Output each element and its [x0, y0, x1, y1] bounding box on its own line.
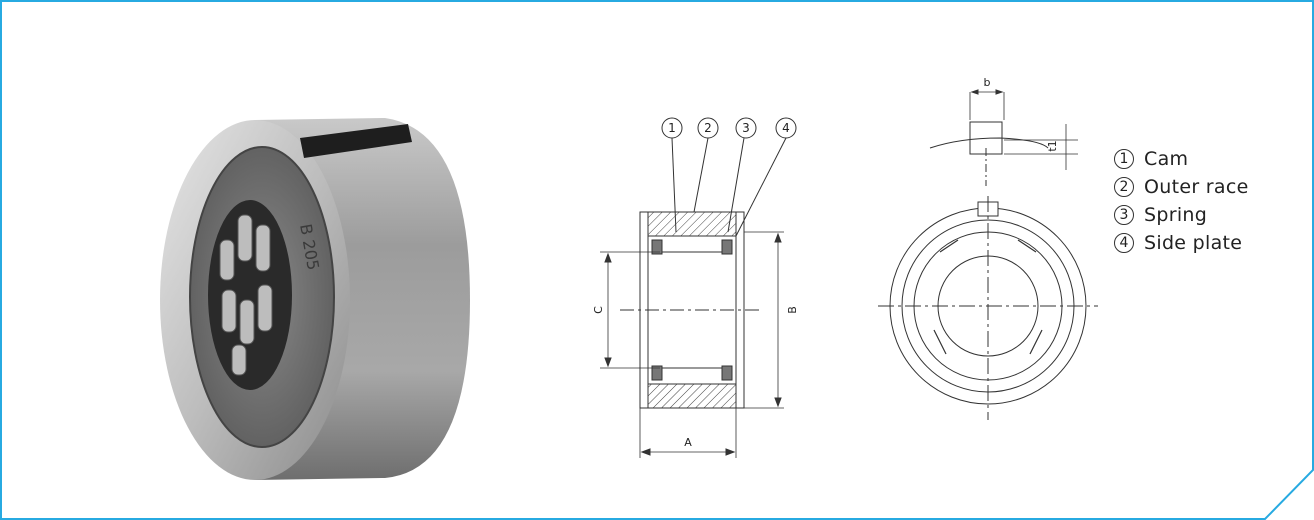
callout-4: 4 [775, 117, 797, 139]
dimension-label-c: C [592, 306, 605, 314]
svg-text:2: 2 [704, 121, 712, 135]
callout-1: 1 [661, 117, 683, 139]
legend-item-spring: 3 Spring [1114, 201, 1249, 229]
dimension-label-b: B [786, 306, 799, 314]
callout-3: 3 [735, 117, 757, 139]
legend-item-side-plate: 4 Side plate [1114, 229, 1249, 257]
dimension-label-a: A [684, 436, 692, 449]
svg-text:4: 4 [782, 121, 790, 135]
dimension-label-t1: t1 [1046, 140, 1059, 151]
cross-section-drawing [600, 137, 787, 458]
legend-item-outer-race: 2 Outer race [1114, 173, 1249, 201]
svg-text:3: 3 [742, 121, 750, 135]
svg-text:1: 1 [668, 121, 676, 135]
legend-label: Cam [1144, 148, 1189, 170]
callout-2: 2 [697, 117, 719, 139]
legend-number: 1 [1114, 149, 1134, 169]
legend-item-cam: 1 Cam [1114, 145, 1249, 173]
legend-label: Spring [1144, 204, 1208, 226]
callout-markers: 1 2 3 4 [661, 117, 797, 139]
legend-label: Side plate [1144, 232, 1243, 254]
dimension-label-b-small: b [984, 76, 991, 89]
legend: 1 Cam 2 Outer race 3 Spring 4 Side plate [1114, 145, 1249, 257]
legend-number: 3 [1114, 205, 1134, 225]
front-view-drawing [878, 89, 1098, 420]
bearing-photo: B 205 [160, 118, 470, 480]
legend-number: 2 [1114, 177, 1134, 197]
legend-label: Outer race [1144, 176, 1249, 198]
legend-number: 4 [1114, 233, 1134, 253]
